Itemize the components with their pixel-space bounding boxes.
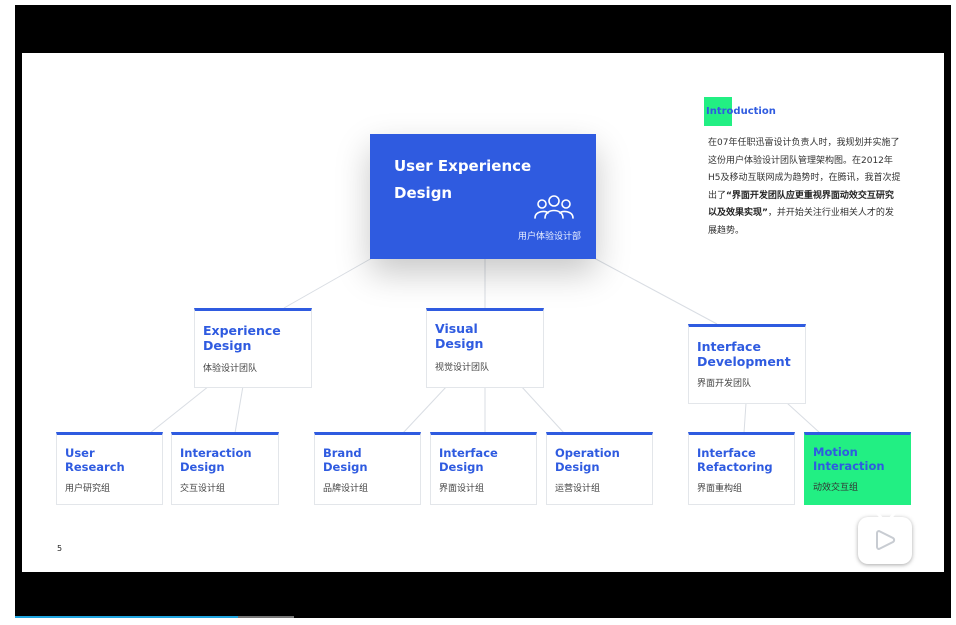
page-number: 5 (57, 544, 63, 553)
group-card-brand-design: Brand Design 品牌设计组 (314, 432, 421, 505)
group-subtitle: 界面重构组 (697, 484, 743, 494)
group-title: Interface Refactoring (697, 446, 773, 474)
group-card-motion-interaction: Motion Interaction 动效交互组 (804, 432, 911, 505)
group-card-user-research: User Research 用户研究组 (56, 432, 163, 505)
team-subtitle: 界面开发团队 (697, 379, 752, 389)
progress-bar-buffered[interactable] (238, 616, 294, 618)
group-card-interface-refactoring: Interface Refactoring 界面重构组 (688, 432, 795, 505)
play-button[interactable] (858, 517, 912, 564)
intro-title: Introduction (706, 106, 776, 117)
slide: User Experience Design 用户体验设计部 Experienc… (22, 53, 944, 572)
group-card-operation-design: Operation Design 运营设计组 (546, 432, 653, 505)
group-title: Interaction Design (180, 446, 252, 474)
group-subtitle: 交互设计组 (180, 484, 226, 494)
group-title: Interface Design (439, 446, 498, 474)
team-subtitle: 视觉设计团队 (435, 363, 490, 373)
play-button-ears-icon (874, 509, 898, 521)
team-card-interface-development: Interface Development 界面开发团队 (688, 324, 806, 404)
group-title: Motion Interaction (813, 445, 885, 473)
group-card-interface-design: Interface Design 界面设计组 (430, 432, 537, 505)
team-card-experience-design: Experience Design 体验设计团队 (194, 308, 312, 388)
intro-text-part: 在07年任职迅雷设计负责人时，我规划并实施了这份用户体验设计团队管理架构图。在2… (708, 138, 901, 201)
root-card-user-experience-design: User Experience Design 用户体验设计部 (370, 134, 596, 259)
play-icon[interactable] (874, 528, 898, 552)
group-card-interaction-design: Interaction Design 交互设计组 (171, 432, 279, 505)
team-subtitle: 体验设计团队 (203, 364, 258, 374)
progress-bar-played[interactable] (15, 616, 238, 618)
people-group-icon (534, 195, 574, 219)
org-chart-connectors (149, 257, 821, 434)
group-subtitle: 品牌设计组 (323, 484, 369, 494)
intro-text: 在07年任职迅雷设计负责人时，我规划并实施了这份用户体验设计团队管理架构图。在2… (708, 135, 902, 240)
group-title: Operation Design (555, 446, 620, 474)
root-title: User Experience Design (394, 157, 532, 202)
group-title: Brand Design (323, 446, 368, 474)
team-card-visual-design: Visual Design 视觉设计团队 (426, 308, 544, 388)
team-title: Interface Development (697, 339, 791, 369)
team-title: Experience Design (203, 323, 281, 353)
intro-text-part: ，并开始关注行业相关人才的发展趋势。 (708, 208, 894, 236)
root-subtitle: 用户体验设计部 (517, 232, 581, 242)
group-subtitle: 动效交互组 (813, 483, 859, 493)
group-subtitle: 界面设计组 (439, 484, 485, 494)
intro-text-bold: “界面开发团队应更重视界面动效交互研究以及效果实现” (708, 190, 894, 219)
intro-highlight-mark (704, 97, 732, 126)
group-subtitle: 运营设计组 (555, 484, 601, 494)
group-title: User Research (65, 446, 125, 474)
group-subtitle: 用户研究组 (65, 484, 111, 494)
team-title: Visual Design (435, 321, 484, 351)
